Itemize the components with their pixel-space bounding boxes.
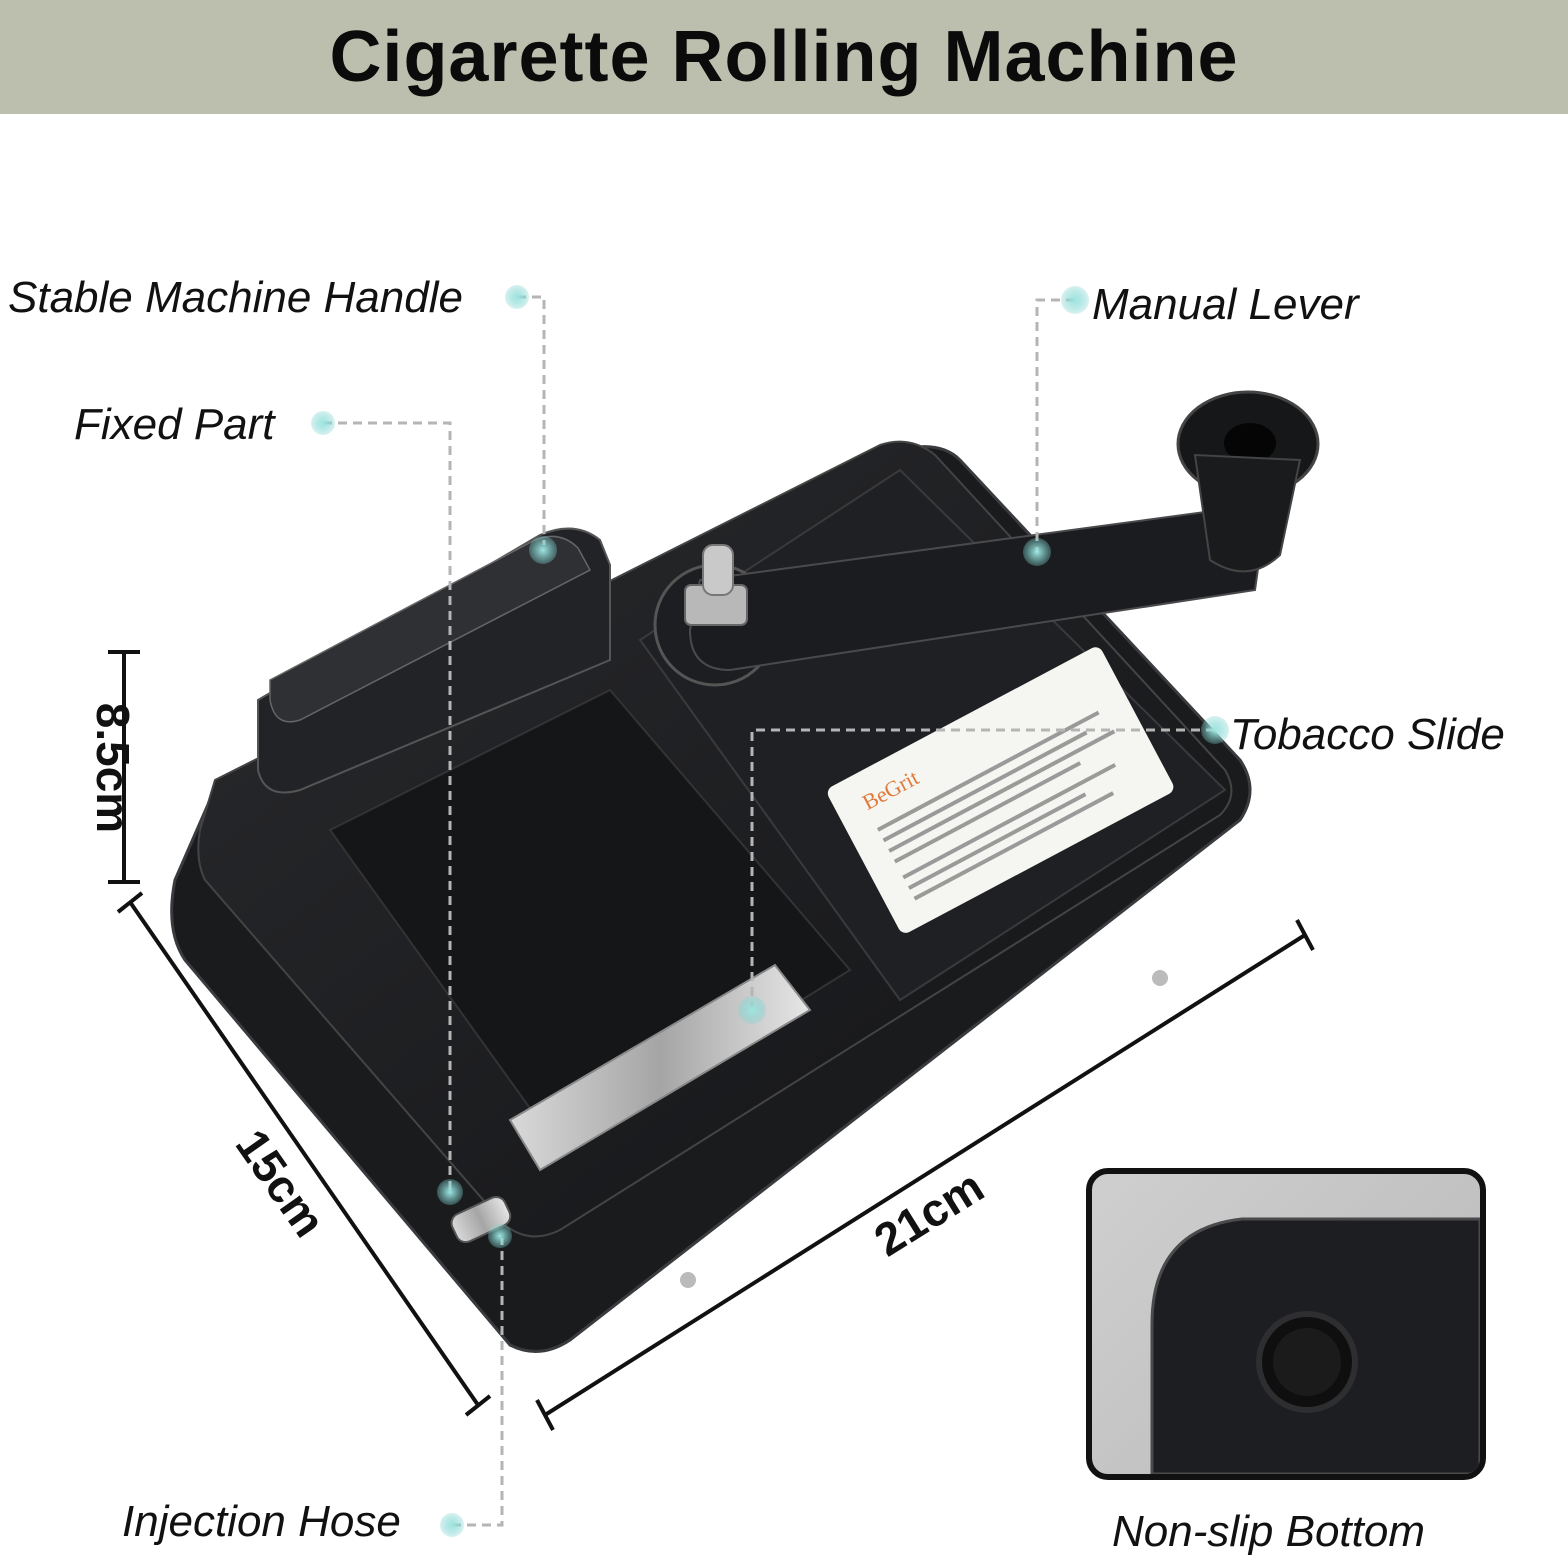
depth-dimension-line [116, 891, 492, 1417]
label-fixed-part: Fixed Part [74, 400, 275, 449]
callout-dot [437, 1179, 463, 1205]
callout-dot [1061, 286, 1089, 314]
screw [1152, 970, 1168, 986]
height-dimension-line [108, 650, 140, 884]
slide-leader [750, 728, 1215, 1010]
label-stable-machine-handle: Stable Machine Handle [8, 273, 463, 322]
callout-dot [1023, 538, 1051, 566]
crank-knob-hole [1224, 423, 1276, 463]
width-dimension-line [535, 919, 1315, 1431]
fixed-leader [323, 421, 452, 1190]
slide-strip [508, 963, 812, 1172]
page-title: Cigarette Rolling Machine [329, 17, 1239, 97]
rubber-foot-inner [1273, 1328, 1341, 1396]
callout-dot [440, 1513, 464, 1537]
crank-knob-stem [1193, 453, 1302, 573]
callout-dot [311, 411, 335, 435]
inset-illustration [1150, 1217, 1480, 1474]
screw [680, 1272, 696, 1288]
dimension-height: 8.5cm [87, 702, 140, 834]
hose-leader [452, 1238, 504, 1527]
label-injection-hose: Injection Hose [122, 1497, 401, 1546]
callout-dot [738, 996, 766, 1024]
title-banner: Cigarette Rolling Machine [0, 0, 1568, 114]
label-tobacco-slide: Tobacco Slide [1230, 710, 1505, 759]
handle-leader [517, 295, 546, 545]
callout-dot [529, 536, 557, 564]
instruction-card: BeGrit [827, 647, 1174, 933]
non-slip-bottom-inset [1086, 1168, 1486, 1480]
bolt [702, 544, 734, 596]
nozzle [450, 1196, 512, 1244]
lever-leader [1035, 298, 1075, 552]
callout-dot [488, 1224, 512, 1248]
callout-dot [505, 285, 529, 309]
label-manual-lever: Manual Lever [1092, 280, 1359, 329]
label-non-slip-bottom: Non-slip Bottom [1112, 1507, 1426, 1556]
callout-dot [1201, 716, 1229, 744]
